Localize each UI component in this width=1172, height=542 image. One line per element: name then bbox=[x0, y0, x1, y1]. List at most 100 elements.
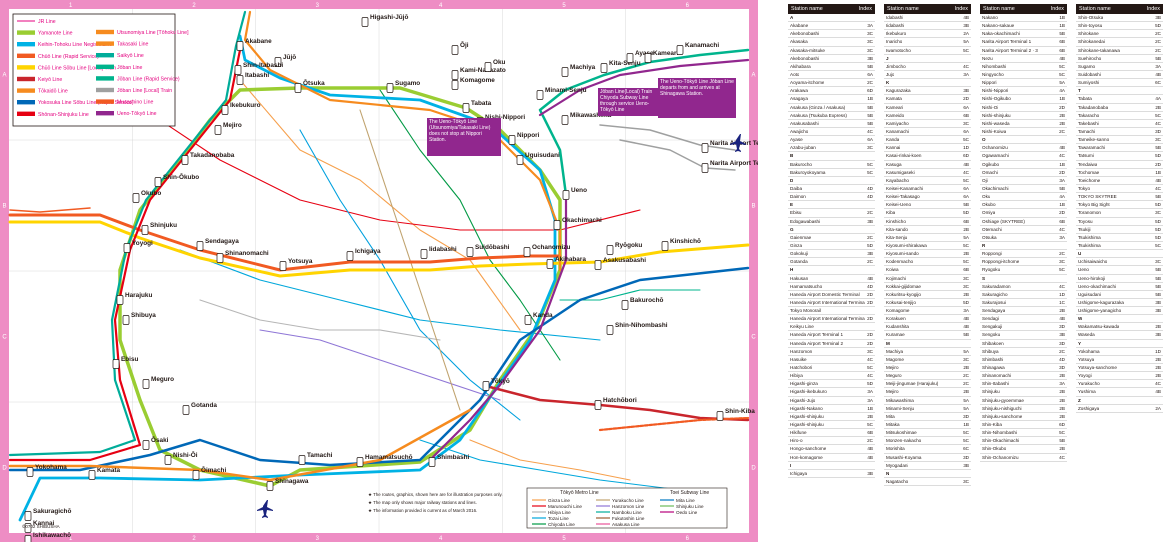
station-marker[interactable]: Tamachi bbox=[298, 452, 333, 465]
index-row[interactable]: Asakusa (Ginza / Asakusa)5B bbox=[788, 104, 875, 112]
station-marker[interactable]: Ryōgoku bbox=[606, 242, 642, 255]
station-marker[interactable]: Sendagaya bbox=[196, 238, 239, 251]
station-marker[interactable]: Itabashi bbox=[236, 72, 269, 85]
station-marker[interactable]: Shin-Nihombashi bbox=[606, 322, 668, 335]
index-letter-heading[interactable]: Z bbox=[1076, 397, 1163, 405]
station-marker[interactable]: Ichigaya bbox=[346, 248, 381, 261]
station-marker[interactable]: Takadanobaba bbox=[181, 152, 235, 165]
station-marker[interactable]: Ochanomizu bbox=[523, 244, 570, 257]
station-marker[interactable]: Kanda bbox=[524, 312, 553, 325]
station-marker[interactable]: Shin-Ōkubo bbox=[154, 173, 199, 187]
index-letter-heading[interactable]: N bbox=[884, 470, 971, 479]
station-marker[interactable]: Ishikawachō bbox=[24, 532, 71, 542]
station-marker[interactable]: Shibuya bbox=[122, 312, 156, 325]
station-marker[interactable]: Tabata bbox=[462, 100, 492, 113]
station-marker[interactable]: Asakusabashi bbox=[594, 257, 646, 270]
station-marker[interactable]: Uguisudani bbox=[516, 152, 560, 165]
station-marker[interactable]: Akihabara bbox=[546, 256, 586, 269]
index-letter-heading[interactable]: E bbox=[788, 201, 875, 210]
index-row[interactable]: Meiji-jingumae (Harajuku)2C bbox=[884, 380, 971, 389]
station-marker[interactable]: Suidōbashi bbox=[466, 244, 510, 257]
station-marker[interactable]: Hamamatsuchō bbox=[356, 454, 413, 467]
index-letter-heading[interactable]: S bbox=[980, 275, 1067, 283]
index-letter-heading[interactable]: Y bbox=[1076, 340, 1163, 348]
station-marker[interactable]: Gotanda bbox=[182, 402, 217, 415]
station-marker[interactable]: Ōji bbox=[451, 41, 469, 55]
index-row[interactable]: Tokyo Monorail bbox=[788, 307, 875, 316]
index-letter-heading[interactable]: J bbox=[884, 55, 971, 63]
station-marker[interactable]: Tōkyō bbox=[482, 378, 510, 391]
station-marker[interactable]: Iidabashi bbox=[420, 246, 457, 259]
